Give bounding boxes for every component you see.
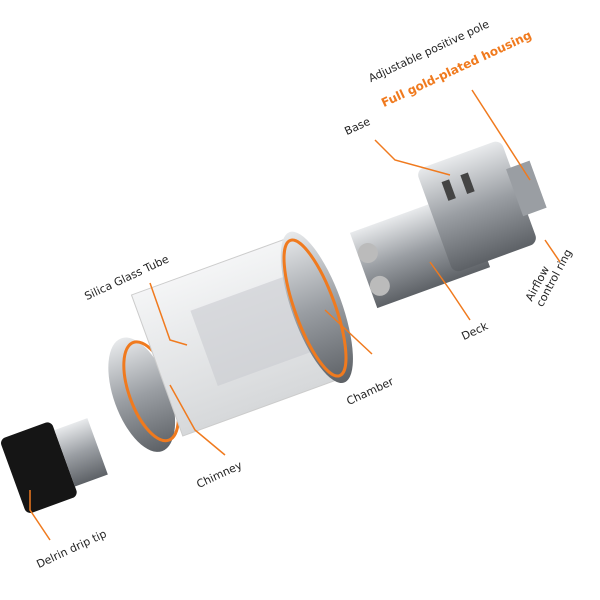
drip-tip-part <box>1 418 108 513</box>
leader-lines <box>29 89 561 541</box>
glass-tube-part <box>130 231 353 437</box>
